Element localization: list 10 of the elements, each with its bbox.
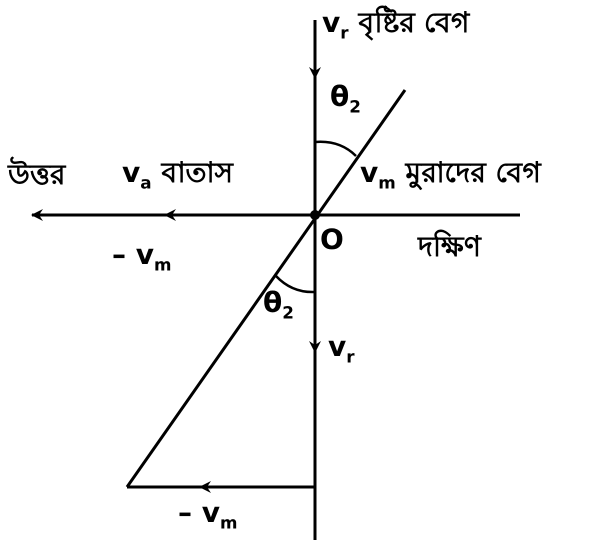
vector-label: v$_{r}$ xyxy=(328,332,355,366)
vector-label: v$_{r}$ বৃষ্টির বেগ xyxy=(322,8,470,42)
vector-label: – v$_{m}$ xyxy=(178,498,238,532)
angle-label: θ$_{2}$ xyxy=(263,288,294,322)
vector-label: v$_{a}$ বাতাস xyxy=(122,158,234,192)
origin-label: O xyxy=(320,225,344,256)
direction-label: দক্ষিণ xyxy=(418,232,481,263)
vector-label: – v$_{m}$ xyxy=(112,240,172,274)
angle-label: θ$_{2}$ xyxy=(330,82,361,116)
vector-label: v$_{m}$ মুরাদের বেগ xyxy=(360,158,540,192)
